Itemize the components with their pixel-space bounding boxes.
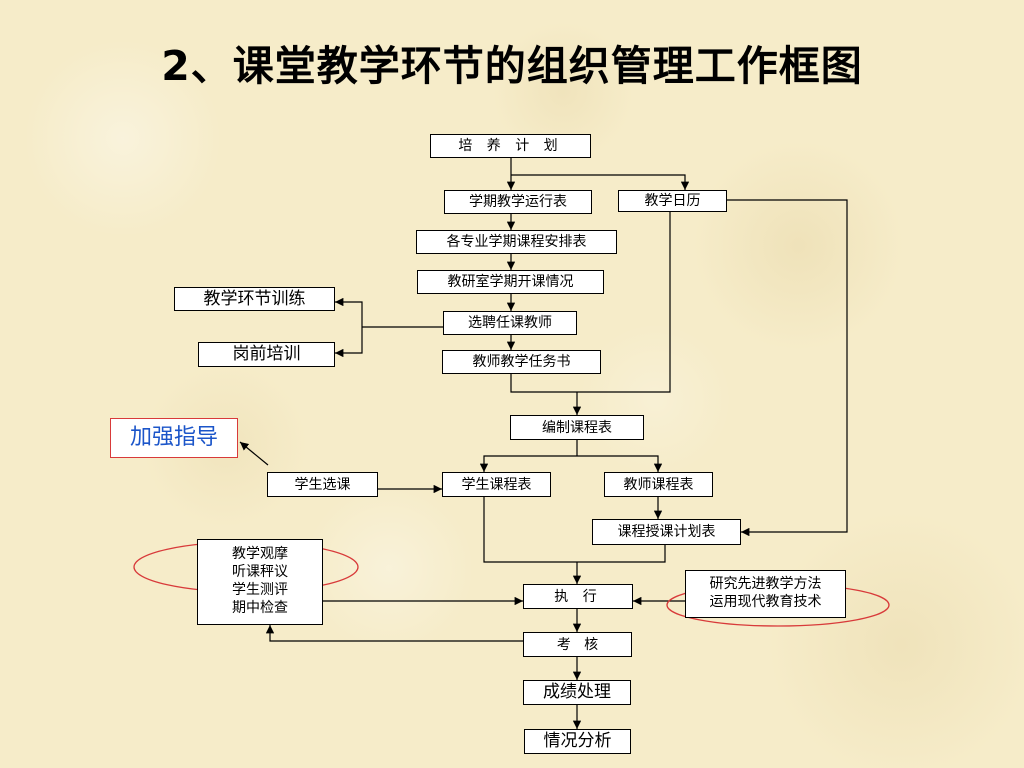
node-department-courses: 教研室学期开课情况 bbox=[417, 270, 604, 294]
node-semester-schedule: 学期教学运行表 bbox=[444, 190, 592, 214]
connector-plan-to-merge bbox=[577, 545, 666, 563]
supervision-line-4: 期中检查 bbox=[232, 599, 288, 616]
node-training-plan: 培 养 计 划 bbox=[430, 134, 591, 158]
connector-to-student-timetable bbox=[479, 455, 577, 472]
node-teaching-task-book: 教师教学任务书 bbox=[442, 350, 601, 374]
node-execute: 执 行 bbox=[523, 584, 633, 609]
connector-to-teacher-timetable bbox=[577, 455, 663, 472]
node-supervision: 教学观摩 听课秤议 学生测评 期中检查 bbox=[197, 539, 323, 625]
node-major-course-arrangement: 各专业学期课程安排表 bbox=[416, 230, 617, 254]
supervision-line-1: 教学观摩 bbox=[232, 546, 288, 563]
node-select-teachers: 选聘任课教师 bbox=[443, 311, 577, 335]
connector-calendar-right-loop bbox=[727, 199, 848, 537]
connector-student-to-merge bbox=[483, 497, 577, 563]
page-title: 2、课堂教学环节的组织管理工作框图 bbox=[161, 42, 863, 90]
node-assessment: 考 核 bbox=[523, 632, 632, 657]
connector-plan-to-calendar bbox=[511, 174, 690, 190]
node-teacher-timetable: 教师课程表 bbox=[604, 472, 713, 497]
node-teaching-training: 教学环节训练 bbox=[174, 287, 335, 311]
methods-line-2: 运用现代教育技术 bbox=[709, 594, 822, 610]
connector-to-pre-job-training bbox=[335, 327, 363, 358]
node-situation-analysis: 情况分析 bbox=[524, 729, 631, 754]
supervision-line-2: 听课秤议 bbox=[232, 564, 288, 581]
methods-line-1: 研究先进教学方法 bbox=[709, 576, 822, 593]
node-strengthen-guidance: 加强指导 bbox=[110, 418, 238, 458]
node-pre-job-training: 岗前培训 bbox=[198, 342, 335, 367]
connector-guidance-pointer bbox=[239, 441, 269, 466]
supervision-line-3: 学生测评 bbox=[232, 582, 288, 598]
node-teaching-calendar: 教学日历 bbox=[618, 190, 727, 212]
connector-calendar-to-merge bbox=[577, 212, 671, 393]
connector-assessment-to-supervision bbox=[265, 625, 523, 642]
connector-to-teaching-training bbox=[335, 297, 363, 327]
node-course-teaching-plan: 课程授课计划表 bbox=[592, 519, 741, 545]
connector-taskbook-to-merge bbox=[510, 374, 577, 393]
node-student-course-selection: 学生选课 bbox=[267, 472, 378, 497]
node-grade-processing: 成绩处理 bbox=[523, 680, 631, 705]
node-student-timetable: 学生课程表 bbox=[442, 472, 551, 497]
node-methods: 研究先进教学方法 运用现代教育技术 bbox=[685, 570, 846, 618]
node-compile-timetable: 编制课程表 bbox=[510, 415, 644, 440]
